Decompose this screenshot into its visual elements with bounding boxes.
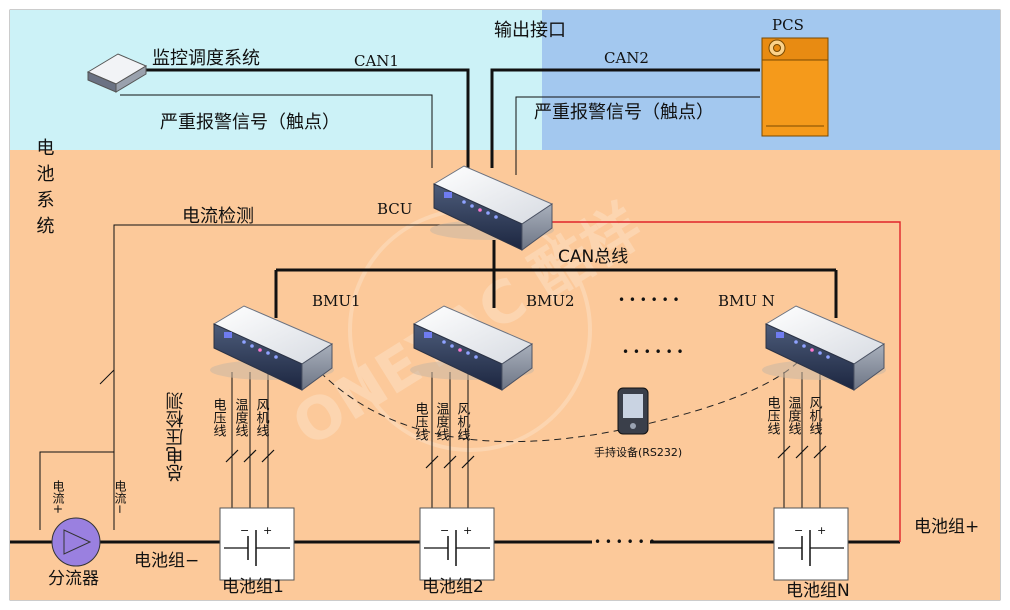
handheld-device-icon	[617, 387, 649, 435]
bcu-label: BCU	[377, 200, 412, 218]
cell-plus-sign-n: +	[817, 524, 826, 537]
rs232-link	[319, 359, 801, 443]
battery-pack-n-icon	[773, 507, 849, 581]
can-bus-label: CAN总线	[558, 247, 628, 267]
cell-minus-sign-n: −	[794, 524, 803, 537]
battery-system-label: 电池系统	[34, 138, 55, 242]
voltage-wire-label-n: 电压线	[765, 396, 781, 435]
monitoring-system-icon	[86, 53, 148, 93]
shunt-label: 分流器	[48, 569, 99, 589]
output-interface-label: 输出接口	[494, 20, 566, 41]
wire-bundle-marks	[225, 445, 827, 469]
pcs-cabinet-icon	[761, 37, 829, 137]
monitor-system-label: 监控调度系统	[152, 48, 260, 69]
cell-plus-sign-2: +	[463, 524, 472, 537]
temp-wire-label-2: 温度线	[434, 402, 450, 441]
battery-pack-2-icon	[419, 507, 495, 581]
can1-label: CAN1	[354, 52, 399, 70]
voltage-wire-label-2: 电压线	[413, 402, 429, 441]
alarm-left-label: 严重报警信号（触点）	[160, 112, 340, 133]
pack-minus-label: 电池组−	[134, 551, 199, 571]
bmu2-label: BMU2	[526, 292, 575, 310]
bmu1-label: BMU1	[312, 292, 361, 310]
handheld-label: 手持设备(RS232)	[594, 445, 682, 459]
pack-ellipsis: • • • • • •	[594, 535, 656, 549]
bmun-label: BMU N	[718, 292, 775, 310]
alarm-right-label: 严重报警信号（触点）	[534, 102, 714, 123]
battery-pack-1-icon	[219, 507, 295, 581]
bmu-wires	[231, 372, 821, 512]
temp-wire-label-n: 温度线	[786, 396, 802, 435]
pack1-label: 电池组1	[222, 577, 284, 597]
fan-wire-label-2: 风机线	[455, 402, 471, 441]
current-detect-label: 电流检测	[182, 206, 254, 227]
pcs-label: PCS	[772, 16, 804, 34]
wiring	[10, 68, 900, 544]
fan-wire-label-n: 风机线	[807, 396, 823, 435]
fan-wire-label-1: 风机线	[254, 398, 270, 437]
can2-label: CAN2	[604, 49, 649, 67]
pack2-label: 电池组2	[422, 577, 484, 597]
bmu-ellipsis-top: • • • • • •	[618, 293, 680, 307]
shunt-plus-label: 电流+	[51, 480, 65, 515]
cell-plus-sign-1: +	[263, 524, 272, 537]
shunt-icon	[51, 517, 101, 567]
voltage-wire-label-1: 电压线	[211, 398, 227, 437]
battery-plus-sense-line	[540, 221, 901, 542]
packn-label: 电池组N	[786, 581, 850, 601]
bmu-ellipsis-mid: • • • • • •	[622, 345, 684, 359]
shunt-minus-label: 电流−	[113, 480, 127, 515]
temp-wire-label-1: 温度线	[233, 398, 249, 437]
pack-plus-label: 电池组+	[914, 517, 979, 537]
total-voltage-detect-label: 总电压检测	[166, 391, 187, 482]
cell-minus-sign-1: −	[240, 524, 249, 537]
cell-minus-sign-2: −	[440, 524, 449, 537]
